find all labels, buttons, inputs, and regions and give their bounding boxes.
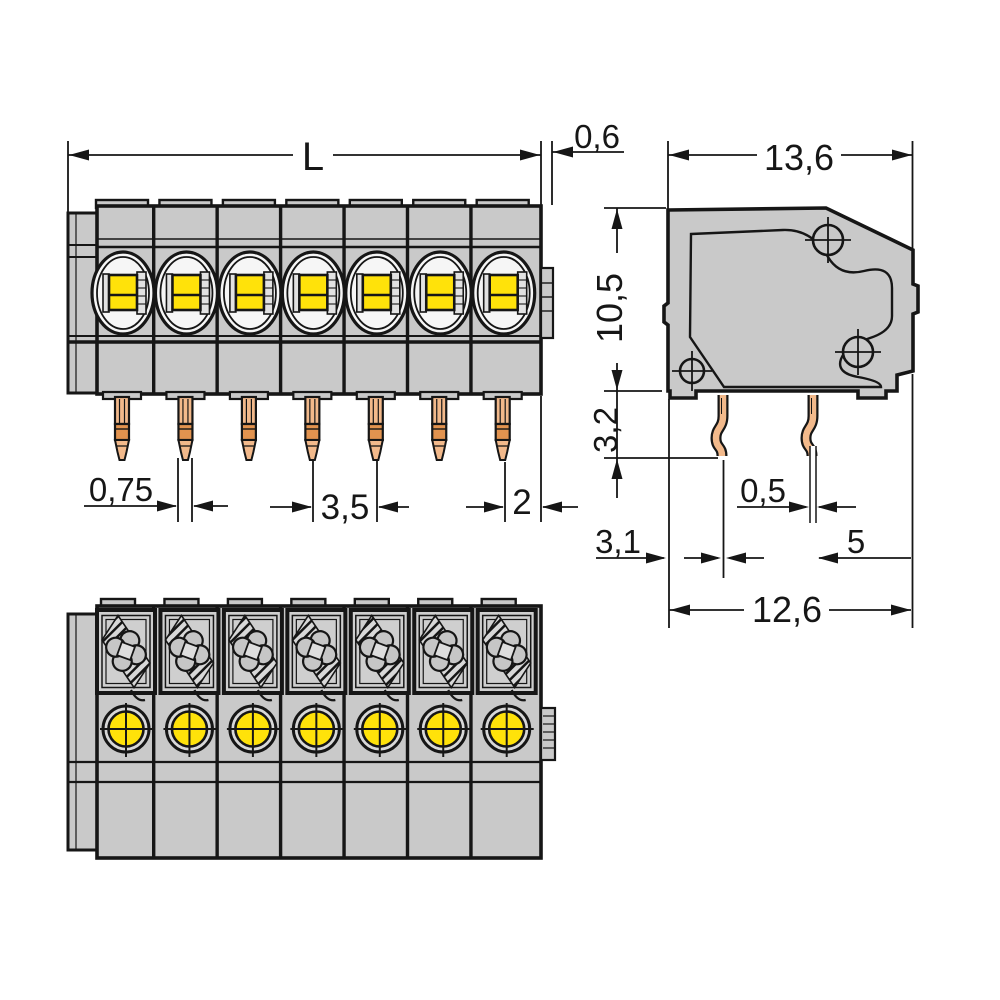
actuator-button (234, 273, 266, 312)
front-clamp-cell (344, 250, 410, 336)
dim-label-length: L (302, 135, 324, 179)
side-view (662, 206, 920, 523)
wire-entry-hole (480, 703, 534, 757)
solder-pin (228, 390, 269, 461)
spring-clamp-icon (168, 630, 211, 672)
dimension-lines (67, 141, 914, 628)
screw-marker (672, 351, 712, 391)
front-view (66, 198, 555, 461)
dim-label-pin-length: 3,2 (587, 407, 624, 453)
actuator-button (488, 273, 520, 312)
actuator-button (171, 273, 202, 312)
spring-clamp-icon (231, 630, 274, 672)
top-pole-cell (158, 608, 221, 757)
spring-clamp-icon (358, 630, 401, 672)
actuator-button (361, 273, 393, 312)
front-clamp-cell (407, 250, 473, 336)
spring-clamp-icon (105, 630, 147, 672)
solder-pin (165, 390, 206, 461)
top-pole-cell (348, 608, 411, 757)
dim-label-edge: 2 (512, 483, 531, 522)
dim-label-height: 10,5 (589, 273, 630, 343)
dim-label-width: 13,6 (764, 137, 834, 178)
screw-marker (805, 217, 851, 263)
screw-marker (835, 329, 881, 375)
spring-clamp-icon (295, 630, 338, 672)
top-pole-cell (95, 608, 157, 757)
dim-label-pin-width: 0,75 (89, 471, 153, 508)
solder-pin (482, 390, 523, 461)
solder-pin (292, 390, 333, 461)
front-clamp-cell (153, 250, 220, 336)
dim-label-pitch: 3,5 (321, 488, 370, 527)
wire-entry-hole (290, 703, 344, 757)
wire-entry-hole (226, 703, 280, 757)
solder-pin (419, 390, 460, 461)
spring-clamp-icon (422, 630, 465, 672)
solder-pin (101, 390, 143, 461)
top-pole-cell (221, 608, 284, 757)
actuator-button (298, 273, 329, 312)
dim-label-spacing: 5 (847, 523, 865, 560)
top-view (66, 597, 557, 860)
dim-label-pin-thickness: 0,5 (740, 472, 786, 509)
dim-label-end-plate: 0,6 (574, 118, 620, 155)
wire-entry-hole (163, 703, 217, 757)
solder-pin (355, 390, 396, 461)
front-clamp-cell (90, 250, 156, 336)
actuator-button (107, 273, 139, 312)
top-pole-cell (412, 608, 475, 757)
top-pole-cell (475, 608, 538, 757)
spring-clamp-icon (485, 630, 528, 672)
front-clamp-cell (280, 250, 346, 336)
front-clamp-cell (471, 250, 537, 336)
actuator-button (424, 273, 456, 312)
dim-label-depth: 12,6 (752, 589, 822, 630)
dimension-labels: L 0,6 13,6 10,5 3,2 0,5 3,1 5 12,6 0,75 … (89, 118, 865, 630)
dim-label-offset: 3,1 (595, 523, 641, 560)
wire-entry-hole (100, 703, 153, 757)
wire-entry-hole (353, 703, 407, 757)
front-clamp-cell (217, 250, 283, 336)
wire-entry-hole (417, 703, 471, 757)
top-pole-cell (285, 608, 348, 757)
